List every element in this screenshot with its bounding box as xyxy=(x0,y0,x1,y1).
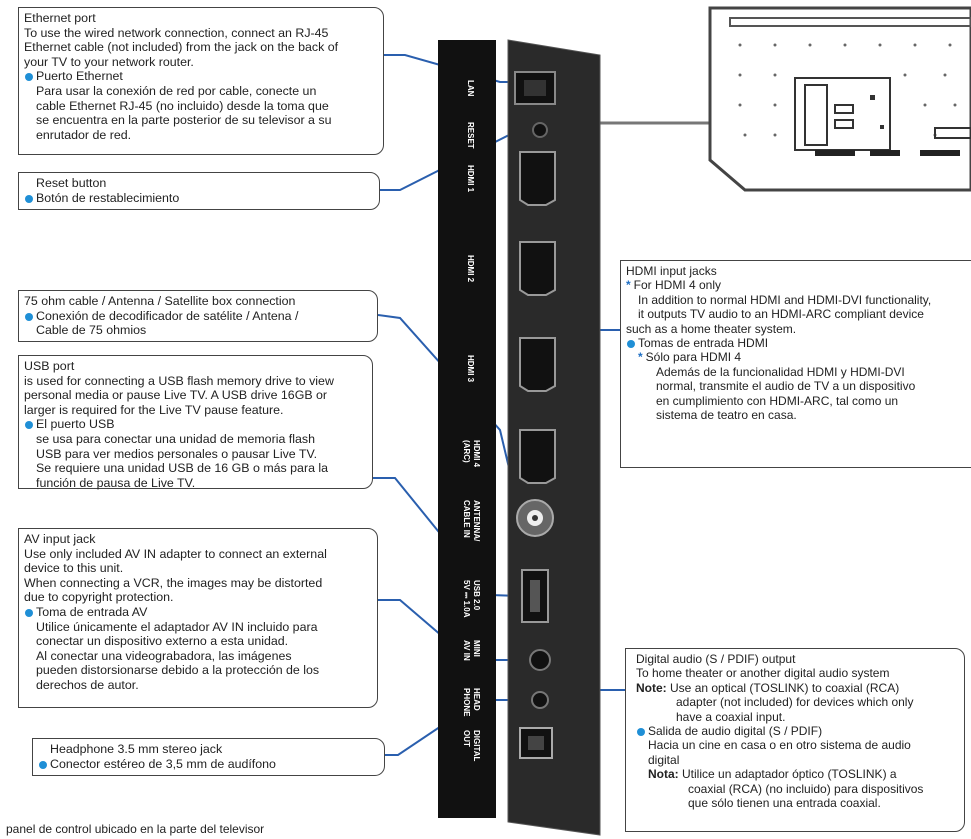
av-text-line: due to copyright protection. xyxy=(24,590,174,605)
av-es-line: conectar un dispositivo externo a esta u… xyxy=(36,634,289,649)
digital-nota-line: que sólo tienen una entrada coaxial. xyxy=(688,796,881,811)
hdmi-note-label: For HDMI 4 only xyxy=(633,278,722,293)
hdmi-text-line: it outputs TV audio to an HDMI-ARC compl… xyxy=(638,307,924,322)
ethernet-title: Ethernet port xyxy=(24,11,96,25)
headphone-callout: Headphone 3.5 mm stereo jack Conector es… xyxy=(32,738,385,776)
digital-note-line: adapter (not included) for devices which… xyxy=(676,695,914,710)
digital-es-line: Hacia un cine en casa o en otro sistema … xyxy=(648,738,911,753)
av-text-line: device to this unit. xyxy=(24,561,124,576)
usb-es-line: se usa para conectar una unidad de memor… xyxy=(36,431,315,446)
ethernet-text-line: To use the wired network connection, con… xyxy=(24,25,329,40)
av-text-line: Use only included AV IN adapter to conne… xyxy=(24,546,327,561)
nota-label: Nota: xyxy=(648,767,679,782)
ethernet-es-line: enrutador de red. xyxy=(36,127,132,142)
digital-note-line: Note: Use an optical (TOSLINK) to coaxia… xyxy=(636,681,958,695)
digital-nota-text: Utilice un adaptador óptico (TOSLINK) a xyxy=(682,767,897,782)
hdmi-es-line: Además de la funcionalidad HDMI y HDMI-D… xyxy=(656,364,905,379)
digital-note-line: have a coaxial input. xyxy=(676,709,786,724)
ethernet-es-title: Puerto Ethernet xyxy=(24,69,377,84)
usb-es-line: USB para ver medios personales o pausar … xyxy=(36,446,318,461)
av-es-line: Utilice únicamente el adaptador AV IN in… xyxy=(36,619,318,634)
hdmi-es-line: sistema de teatro en casa. xyxy=(656,408,797,423)
lan-port-icon xyxy=(514,71,556,105)
note-label: Note: xyxy=(636,680,667,695)
digital-text-line: To home theater or another digital audio… xyxy=(636,666,890,681)
asterisk-icon: * xyxy=(638,350,643,365)
antenna-title: 75 ohm cable / Antenna / Satellite box c… xyxy=(24,294,296,308)
reset-title: Reset button xyxy=(36,176,107,190)
antenna-es-line: Conexión de decodificador de satélite / … xyxy=(24,309,371,324)
usb-es-line: Se requiere una unidad USB de 16 GB o má… xyxy=(36,461,329,476)
hdmi4-port-icon xyxy=(519,429,556,484)
av-text-line: When connecting a VCR, the images may be… xyxy=(24,575,323,590)
reset-button-callout: Reset button Botón de restablecimiento xyxy=(18,172,380,210)
digital-nota-line: coaxial (RCA) (no incluido) para disposi… xyxy=(688,781,924,796)
av-es-line: Al conectar una videograbadora, las imág… xyxy=(36,648,292,663)
mini-av-jack-icon xyxy=(529,649,551,671)
digital-title: Digital audio (S / PDIF) output xyxy=(636,652,796,666)
usb-es-title: El puerto USB xyxy=(24,417,366,432)
ethernet-es-line: cable Ethernet RJ-45 (no incluido) desde… xyxy=(36,98,329,113)
digital-note-text: Use an optical (TOSLINK) to coaxial (RCA… xyxy=(670,680,900,695)
reset-es-title: Botón de restablecimiento xyxy=(24,191,373,206)
antenna-callout: 75 ohm cable / Antenna / Satellite box c… xyxy=(18,290,378,342)
headphone-jack-icon xyxy=(531,691,549,709)
av-es-line: pueden distorsionarse debido a la protec… xyxy=(36,663,320,678)
ethernet-port-callout: Ethernet port To use the wired network c… xyxy=(18,7,384,155)
av-title: AV input jack xyxy=(24,532,96,546)
hdmi-title: HDMI input jacks xyxy=(626,264,717,278)
headphone-es-title: Conector estéreo de 3,5 mm de audífono xyxy=(38,757,378,772)
av-es-title: Toma de entrada AV xyxy=(24,605,371,620)
av-es-line: derechos de autor. xyxy=(36,677,139,692)
usb-port-callout: USB port is used for connecting a USB fl… xyxy=(18,355,373,490)
reset-button-icon xyxy=(532,122,548,138)
digital-nota-line: Nota: Utilice un adaptador óptico (TOSLI… xyxy=(636,767,958,781)
ethernet-text-line: your TV to your network router. xyxy=(24,54,194,69)
digital-audio-callout: Digital audio (S / PDIF) output To home … xyxy=(625,648,965,832)
usb-title: USB port xyxy=(24,359,75,373)
ethernet-es-line: Para usar la conexión de red por cable, … xyxy=(36,83,317,98)
asterisk-icon: * xyxy=(626,278,631,293)
hdmi-note-title: *For HDMI 4 only xyxy=(626,278,965,292)
footer-caption: panel de control ubicado en la parte del… xyxy=(6,822,265,836)
hdmi-es-title: Tomas de entrada HDMI xyxy=(626,336,965,350)
hdmi-es-line: en cumplimiento con HDMI-ARC, tal como u… xyxy=(656,393,899,408)
hdmi-text-line: such as a home theater system. xyxy=(626,321,797,336)
digital-es-line: digital xyxy=(648,752,680,767)
av-input-callout: AV input jack Use only included AV IN ad… xyxy=(18,528,378,708)
usb-text-line: larger is required for the Live TV pause… xyxy=(24,402,284,417)
hdmi3-port-icon xyxy=(519,337,556,392)
hdmi-input-callout: HDMI input jacks *For HDMI 4 only In add… xyxy=(620,260,971,468)
digital-es-title: Salida de audio digital (S / PDIF) xyxy=(636,724,958,738)
hdmi1-port-icon xyxy=(519,151,556,206)
ethernet-text-line: Ethernet cable (not included) from the j… xyxy=(24,40,339,55)
hdmi-es-note-label: Sólo para HDMI 4 xyxy=(645,350,742,365)
optical-port-icon xyxy=(519,727,553,759)
usb-text-line: is used for connecting a USB flash memor… xyxy=(24,373,334,388)
usb-text-line: personal media or pause Live TV. A USB d… xyxy=(24,388,328,403)
headphone-title: Headphone 3.5 mm stereo jack xyxy=(50,742,223,756)
hdmi-text-line: In addition to normal HDMI and HDMI-DVI … xyxy=(638,292,932,307)
hdmi-es-line: normal, transmite el audio de TV a un di… xyxy=(656,379,916,394)
antenna-es-line: Cable de 75 ohmios xyxy=(36,323,147,338)
ethernet-es-line: se encuentra en la parte posterior de su… xyxy=(36,113,332,128)
port-label-strip xyxy=(438,40,496,818)
usb-es-line: función de pausa de Live TV. xyxy=(36,475,196,490)
hdmi2-port-icon xyxy=(519,241,556,296)
hdmi-es-note-title: *Sólo para HDMI 4 xyxy=(626,350,965,364)
